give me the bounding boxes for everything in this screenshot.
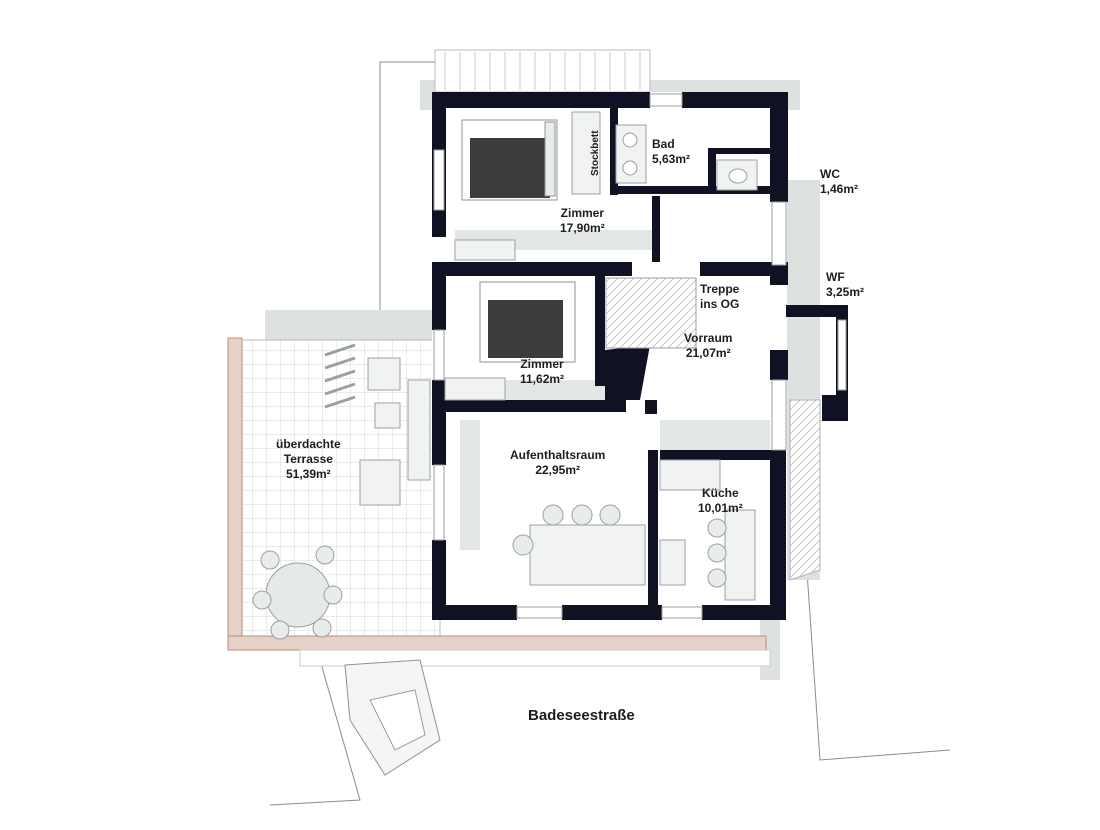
stair-icon: [605, 277, 697, 349]
treppe-line2: ins OG: [700, 297, 740, 311]
table-icon: [265, 357, 756, 628]
stockbett-label: Stockbett: [590, 130, 601, 176]
room-area: 1,46m²: [820, 182, 859, 196]
room-name: Aufenthaltsraum: [510, 448, 606, 462]
room-wf: WF 3,25m²: [826, 270, 864, 300]
room-terrasse: überdachte Terrasse 51,39m²: [276, 437, 341, 482]
room-kueche: Küche 10,01m²: [698, 486, 743, 516]
room-vorraum: Vorraum 21,07m²: [684, 331, 732, 361]
exterior-stairs: [789, 399, 821, 581]
car-icon: [344, 659, 441, 776]
toilet-icon: [716, 159, 758, 191]
room-name: Vorraum: [684, 331, 733, 345]
chair-icon: [252, 504, 727, 640]
room-area: 3,25m²: [826, 285, 865, 299]
balcony-top: [434, 49, 651, 93]
terrace-benches: [324, 343, 356, 409]
room-name: WC: [820, 167, 840, 181]
room-treppe: Treppe ins OG: [700, 282, 739, 312]
room-area: 17,90m²: [560, 221, 605, 235]
room-name: Zimmer: [560, 206, 605, 220]
street-label: Badeseestraße: [528, 707, 635, 724]
sofa-icon: [407, 111, 601, 481]
room-area: 5,63m²: [652, 152, 691, 166]
room-area: 11,62m²: [520, 372, 565, 386]
windows: [433, 93, 847, 619]
room-name: Küche: [702, 486, 739, 500]
room-name: Bad: [652, 137, 675, 151]
room-name: WF: [826, 270, 845, 284]
terrasse-line1: überdachte: [276, 437, 341, 451]
room-zimmer-1: Zimmer 17,90m²: [560, 206, 605, 236]
room-name: Zimmer: [520, 357, 564, 371]
room-zimmer-2: Zimmer 11,62m²: [520, 357, 564, 387]
sink-icon: [615, 124, 647, 184]
bed-icon: [461, 119, 558, 201]
room-area: 10,01m²: [698, 501, 743, 515]
bed-icon: [479, 281, 576, 363]
room-aufenthaltsraum: Aufenthaltsraum 22,95m²: [510, 448, 605, 478]
terrasse-line2: Terrasse: [283, 452, 333, 466]
room-area: 51,39m²: [285, 467, 331, 481]
room-area: 22,95m²: [535, 463, 581, 477]
room-wc: WC 1,46m²: [820, 167, 858, 197]
room-bad: Bad 5,63m²: [652, 137, 690, 167]
treppe-line1: Treppe: [700, 282, 740, 296]
room-area: 21,07m²: [685, 346, 731, 360]
